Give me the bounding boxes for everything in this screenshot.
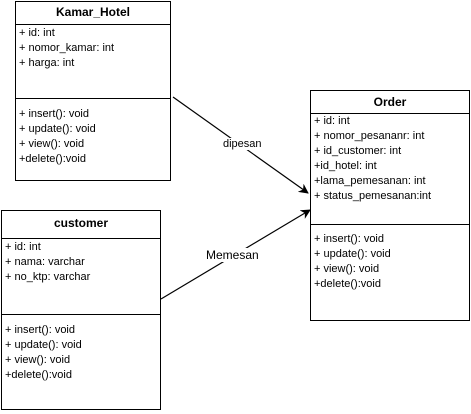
attribute: + nomor_kamar: int xyxy=(19,42,115,54)
attributes-divider xyxy=(2,314,160,315)
methods-compartment: + insert(): void + update(): void + view… xyxy=(2,323,160,383)
attributes-divider xyxy=(16,98,170,99)
attribute: + nama: varchar xyxy=(5,256,85,268)
attribute: + harga: int xyxy=(19,57,75,69)
class-customer: customer + id: int + nama: varchar + no_… xyxy=(1,210,161,410)
method: + update(): void xyxy=(19,123,96,135)
attribute: +id_hotel: int xyxy=(314,160,377,172)
name-divider xyxy=(2,238,160,239)
attribute: + id: int xyxy=(19,27,55,39)
attribute: +lama_pemesanan: int xyxy=(314,175,426,187)
method: + view(): void xyxy=(19,138,85,150)
method: + insert(): void xyxy=(19,108,89,120)
method: + insert(): void xyxy=(314,233,384,245)
attributes-compartment: + id: int + nama: varchar + no_ktp: varc… xyxy=(2,240,160,285)
name-divider xyxy=(16,24,170,25)
attribute: + status_pemesanan:int xyxy=(314,190,432,202)
attribute: + nomor_pesananr: int xyxy=(314,130,425,142)
attribute: + no_ktp: varchar xyxy=(5,271,91,283)
attribute: + id_customer: int xyxy=(314,145,402,157)
class-name: Kamar_Hotel xyxy=(55,5,131,19)
method: + update(): void xyxy=(314,248,391,260)
class-name: customer xyxy=(53,216,109,230)
method: +delete():void xyxy=(19,153,86,165)
attribute: + id: int xyxy=(5,241,41,253)
class-order: Order + id: int + nomor_pesananr: int + … xyxy=(310,90,470,321)
attributes-compartment: + id: int + nomor_kamar: int + harga: in… xyxy=(16,26,170,71)
method: + view(): void xyxy=(5,354,71,366)
method: + update(): void xyxy=(5,339,82,351)
method: + insert(): void xyxy=(5,324,75,336)
method: +delete():void xyxy=(314,278,381,290)
method: +delete():void xyxy=(5,369,72,381)
attribute: + id: int xyxy=(314,115,350,127)
attributes-divider xyxy=(311,224,469,225)
methods-compartment: + insert(): void + update(): void + view… xyxy=(311,232,469,292)
methods-compartment: + insert(): void + update(): void + view… xyxy=(16,107,170,167)
method: + view(): void xyxy=(314,263,380,275)
label-memesan: Memesan xyxy=(206,248,259,262)
class-name: Order xyxy=(373,95,407,109)
class-kamar-hotel: Kamar_Hotel + id: int + nomor_kamar: int… xyxy=(15,1,171,181)
label-dipesan: dipesan xyxy=(223,138,262,150)
name-divider xyxy=(311,113,469,114)
attributes-compartment: + id: int + nomor_pesananr: int + id_cus… xyxy=(311,114,469,204)
